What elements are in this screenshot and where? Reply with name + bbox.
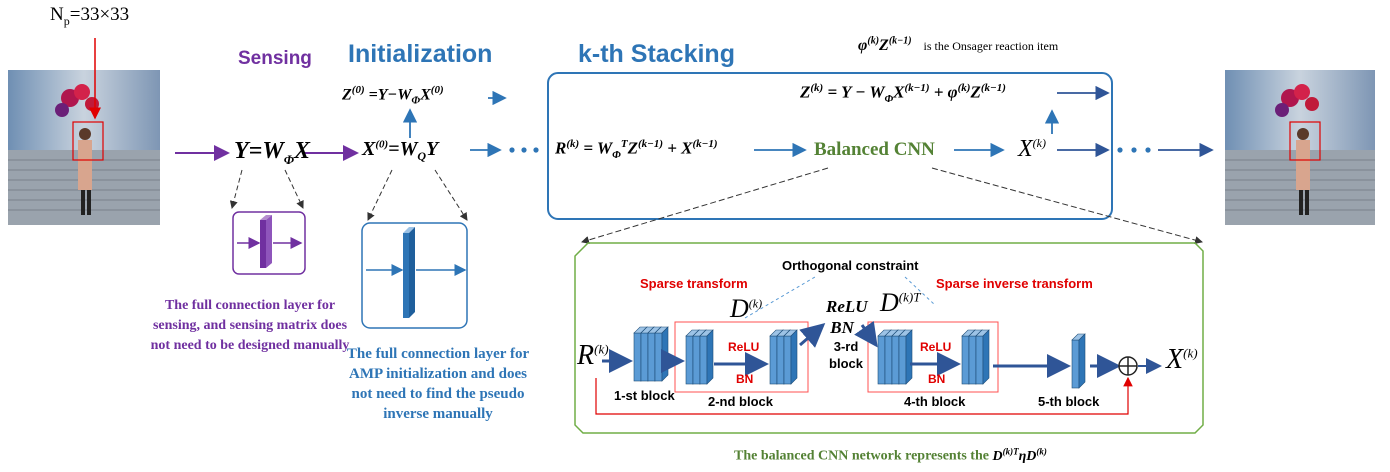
cnn-blocks — [633, 326, 1086, 389]
balanced-cnn-label: Balanced CNN — [814, 139, 935, 160]
block-stack-4a — [877, 329, 913, 385]
x-k-label: X(k) — [1018, 136, 1046, 162]
eq-init-z: Z(0) =Y−WΦX(0) — [342, 84, 444, 107]
block-stack-4b — [961, 329, 990, 385]
output-image — [1225, 70, 1375, 225]
patch-size-label: Np=33×33 — [50, 4, 129, 29]
stage-label-sensing: Sensing — [238, 48, 312, 69]
patch-label-n: N — [50, 4, 64, 25]
block-stack-2a — [685, 329, 714, 385]
init-fc-box — [361, 222, 468, 329]
sparse-transform-label: Sparse transform — [640, 276, 748, 291]
block-label-5: 5-th block — [1038, 394, 1100, 409]
input-image — [8, 70, 160, 225]
cnn-detail-box — [574, 242, 1204, 434]
stage-label-initialization: Initialization — [348, 40, 493, 68]
relu-label-2: ReLU — [920, 340, 952, 354]
sparse-inverse-transform-label: Sparse inverse transform — [936, 276, 1093, 291]
sensing-caption: The full connection layer for sensing, a… — [150, 298, 350, 353]
sensing-fc-box — [232, 211, 306, 275]
block-label-2: 2-nd block — [708, 394, 774, 409]
onsager-note: φ(k)Z(k−1) is the Onsager reaction item — [858, 36, 1058, 55]
block-stack-1 — [633, 326, 669, 382]
patch-label-value: =33×33 — [69, 4, 130, 25]
onsager-formula: φ(k)Z(k−1) — [858, 36, 912, 55]
bn-label-2: BN — [928, 372, 946, 386]
stacking-box — [547, 72, 1113, 220]
stage-label-stacking: k-th Stacking — [578, 40, 735, 68]
cnn-input-label: R(k) — [577, 340, 609, 371]
eq-sensing: Y=WΦX — [234, 138, 310, 167]
block-label-1: 1-st block — [614, 388, 675, 403]
block-label-3-text: 3-rd block — [829, 339, 863, 371]
block-label-3: 3-rd block — [818, 338, 874, 372]
bottom-caption: The balanced CNN network represents the … — [734, 446, 1047, 464]
block-stack-2b — [769, 329, 798, 385]
eq-z-k: Z(k) = Y − WΦX(k−1) + φ(k)Z(k−1) — [800, 82, 1006, 106]
eq-init-x: X(0)=WQY — [362, 138, 439, 163]
onsager-text: is the Onsager reaction item — [923, 39, 1059, 54]
patch-label-sub: p — [63, 13, 70, 28]
block-stack-5 — [1071, 333, 1086, 389]
residual-connection — [595, 376, 1133, 415]
bn-label-1: BN — [736, 372, 754, 386]
relu-bn-mid: ReLU BN — [826, 297, 868, 337]
bottom-caption-text: The balanced CNN network represents the — [734, 448, 993, 464]
block-label-4: 4-th block — [904, 394, 966, 409]
d-k-label: D(k) — [730, 294, 763, 323]
eq-r-k: R(k) = WΦTZ(k−1) + X(k−1) — [555, 138, 718, 162]
relu-label-1: ReLU — [728, 340, 760, 354]
cnn-output-label: X(k) — [1166, 344, 1198, 375]
init-caption: The full connection layer for AMP initia… — [346, 346, 530, 422]
d-k-t-label: D(k)T — [880, 288, 921, 317]
orthogonal-constraint-label: Orthogonal constraint — [782, 258, 919, 273]
